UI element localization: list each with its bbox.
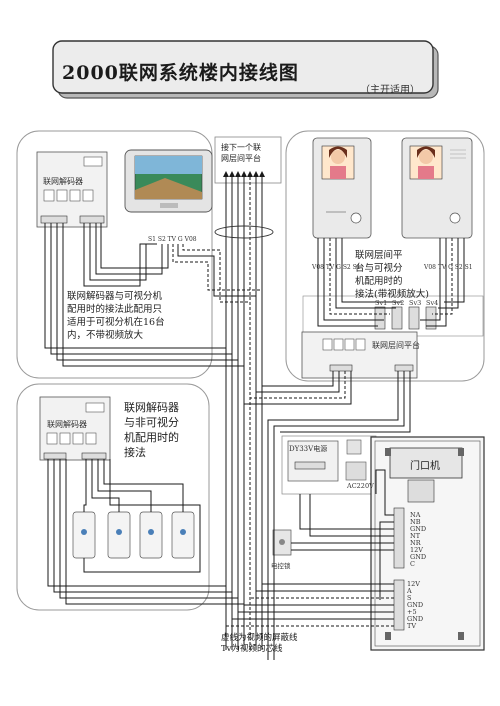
wires-decoder1 xyxy=(44,223,262,367)
sv1-label: Sv1 xyxy=(375,299,388,307)
sv4-label: Sv4 xyxy=(426,299,439,307)
title-banner xyxy=(52,40,439,99)
door-bottom-s: S xyxy=(407,594,412,602)
trunk-arrows xyxy=(223,171,265,180)
decoder-2-label: 联网解码器 xyxy=(47,420,87,429)
door-bottom-5v: +5 xyxy=(407,608,417,616)
platform-unit xyxy=(301,331,418,379)
door-bottom-12v: 12V xyxy=(407,580,420,588)
note-nonvisual: 联网解码器 与非可视分 机配用时的 接法 xyxy=(124,401,179,459)
visual-monitor xyxy=(124,149,213,213)
door-pin-12v: 12V xyxy=(410,546,423,554)
door-pin-nb: NB xyxy=(410,518,421,526)
wires-door xyxy=(226,469,394,627)
page-subtitle: （主开适用） xyxy=(360,85,420,96)
sv2-label: Sv2 xyxy=(392,299,405,307)
indoor-unit-1 xyxy=(312,137,372,239)
next-platform-label: 接下一个联 网层间平台 xyxy=(221,143,261,163)
wires-indoor xyxy=(317,238,465,327)
indoor-unit-2 xyxy=(401,137,473,239)
door-bottom-gnd2: GND xyxy=(407,615,424,623)
lock-label: 电控锁 xyxy=(271,562,291,570)
wires-platform xyxy=(244,371,411,660)
door-pin-na: NA xyxy=(410,511,421,519)
bundle-ring xyxy=(214,225,274,239)
sv3-label: Sv3 xyxy=(409,299,422,307)
decoder-2 xyxy=(39,396,111,461)
door-pin-nr: NR xyxy=(410,539,421,547)
door-pin-gnd1: GND xyxy=(410,525,427,533)
trunk-bundle xyxy=(225,172,263,650)
door-station-label: 门口机 xyxy=(410,461,440,472)
decoder-1-label: 联网解码器 xyxy=(43,177,83,186)
monitor-pin-labels: S1 S2 TV G V08 xyxy=(148,236,197,243)
door-pin-nt: NT xyxy=(410,532,421,540)
ac-label: AC220V xyxy=(347,482,374,490)
indoor-1-pin-labels: V08 TV G S2 S1 xyxy=(312,264,361,271)
indoor-2-pin-labels: V08 TV G S2 S1 xyxy=(424,264,473,271)
door-bottom-tv: TV xyxy=(407,622,417,630)
door-pin-c: C xyxy=(410,560,415,568)
decoder-1 xyxy=(36,151,108,228)
wires-decoder2 xyxy=(47,459,244,605)
footer-note: 虚线为视频的屏蔽线 Tv为视频的芯线 xyxy=(221,633,298,654)
platform-sv-terminals xyxy=(302,295,484,337)
note-platform: 联网层间平 台与可视分 机配用时的 接法(带视频放大) xyxy=(355,250,429,300)
electric-lock xyxy=(272,529,292,556)
note-visual-decoder: 联网解码器与可视分机 配用时的接法此配用只 适用于可视分机在16台 内，不带视频… xyxy=(67,291,165,341)
door-pin-gnd2: GND xyxy=(410,553,427,561)
page-title: 2000联网系统楼内接线图 xyxy=(62,62,299,84)
door-bottom-gnd1: GND xyxy=(407,601,424,609)
platform-unit-label: 联网层间平台 xyxy=(372,341,420,350)
power-supply-label: DY33V电源 xyxy=(289,445,328,453)
door-bottom-a: A xyxy=(407,587,412,595)
